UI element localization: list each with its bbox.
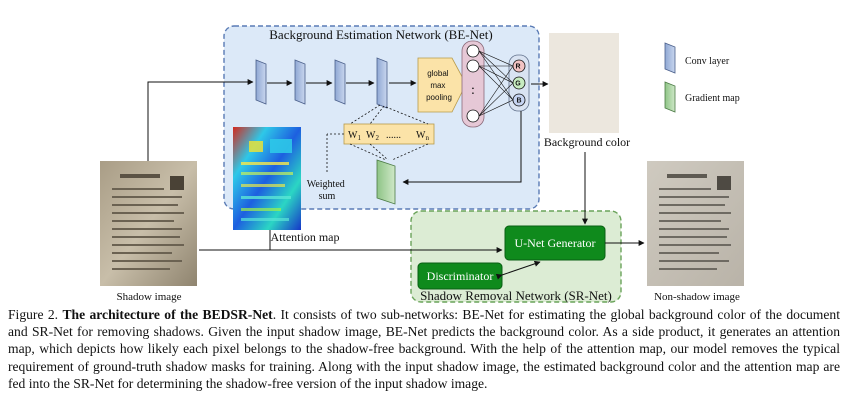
caption-title: The architecture of the BEDSR-Net (62, 307, 273, 322)
weight-wn-subscript: n (425, 134, 429, 142)
non-shadow-image-label: Non-shadow image (654, 291, 740, 303)
attention-map (233, 127, 301, 230)
be-net-title: Background Estimation Network (BE-Net) (269, 27, 492, 42)
conv-layers (255, 57, 388, 109)
weight-w1: W (348, 130, 358, 141)
svg-text:global max pooling: global max pooling (426, 69, 452, 102)
non-shadow-image (647, 161, 744, 286)
pooling-label-2: max (430, 81, 445, 90)
conv-layer-2 (294, 59, 306, 105)
fc-neuron (466, 109, 480, 123)
pooling-label-3: pooling (426, 93, 452, 102)
attention-map-label: Attention map (271, 230, 340, 244)
svg-text:R G B: R G B (515, 64, 522, 105)
r-label: R (515, 64, 520, 71)
fc-neuron (466, 44, 480, 58)
gradient-map (376, 159, 396, 205)
weight-w2: W (366, 130, 376, 141)
b-label: B (516, 98, 521, 105)
global-max-pooling-block (417, 57, 467, 113)
legend-gradient-label: Gradient map (685, 93, 740, 104)
weight-w1-subscript: 1 (357, 134, 361, 142)
legend-conv-label: Conv layer (685, 56, 730, 67)
background-color-label: Background color (544, 135, 630, 149)
discriminator-label: Discriminator (427, 269, 494, 283)
conv-layer-1 (255, 59, 267, 105)
fc-neuron (466, 59, 480, 73)
legend-gradient-icon (664, 81, 676, 113)
sr-net-title: Shadow Removal Network (SR-Net) (420, 288, 612, 303)
background-color-swatch (549, 33, 619, 133)
architecture-figure: Background Estimation Network (BE-Net) S… (100, 25, 744, 303)
legend: Conv layer Gradient map (664, 42, 740, 113)
conv-layer-3 (334, 59, 346, 105)
pooling-label-1: global (427, 69, 449, 78)
unet-generator-label: U-Net Generator (515, 236, 596, 250)
svg-text:W1 W2 ...... Wn: W1 W2 ...... Wn (348, 130, 429, 143)
caption-body: . It consists of two sub-networks: BE-Ne… (8, 307, 840, 391)
fc-connections (478, 50, 514, 117)
weight-w2-subscript: 2 (375, 134, 379, 142)
shadow-image (100, 161, 197, 286)
shadow-image-label: Shadow image (116, 291, 181, 303)
fc-dots: : (471, 83, 475, 98)
g-label: G (515, 81, 521, 88)
caption-label: Figure 2. (8, 307, 59, 322)
figure-caption: Figure 2. The architecture of the BEDSR-… (8, 306, 840, 392)
weight-ellipsis: ...... (386, 130, 401, 141)
legend-conv-icon (664, 42, 676, 74)
fc-layer (461, 40, 485, 128)
conv-layer-4 (376, 57, 388, 109)
weighted-sum-label: Weighted sum (307, 179, 348, 202)
weight-wn: W (416, 130, 426, 141)
